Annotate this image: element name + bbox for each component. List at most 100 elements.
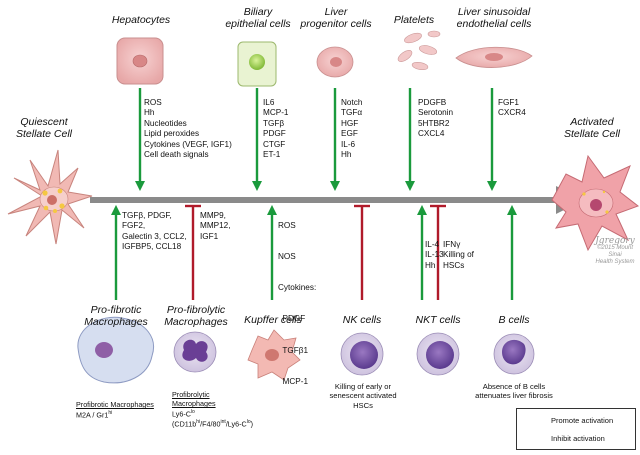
mediator: IGF1 [200, 231, 219, 241]
profibrolytic-mediators: MMP9, MMP12, IGF1 [200, 211, 230, 242]
mediator: Hh [144, 108, 155, 118]
nk-cells-title: NK cells [342, 314, 382, 326]
kupffer-cell-icon [247, 329, 301, 381]
detail-sup: lo [246, 419, 251, 426]
profibrolytic-marker-text: Ly6-C [172, 409, 191, 419]
liver-progenitor-title: Liver progenitor cells [300, 6, 372, 30]
mediator: CTGF [263, 139, 286, 149]
mediator: Serotonin [418, 108, 454, 118]
mediator: MCP-1 [278, 376, 309, 386]
bottom-promote-arrows [110, 204, 518, 300]
mediator: Killing of [443, 250, 474, 260]
profibrolytic-marker-sup: lo [190, 409, 195, 415]
mediator: HGF [341, 118, 359, 128]
mediator: Cytokines: [278, 283, 317, 293]
mediator: IL-13 [425, 250, 444, 260]
profibrolytic-note-detail: (CD11bhi/F4/80int/Ly6-Clo) [172, 419, 254, 429]
profibrotic-note-markers: M2A / Gr1hi [76, 409, 154, 419]
mediator: TGFβ, PDGF, [122, 211, 172, 220]
kupffer-cells-title: Kupffer cells [244, 314, 302, 326]
signature-line1: ©2015 Mount Sinai [596, 245, 634, 258]
mediator: Cytokines (VEGF, IGF1) [144, 139, 232, 149]
mediator: Cell death signals [144, 150, 209, 160]
b-cells-note: Absence of B cells attenuates liver fibr… [475, 382, 553, 401]
quiescent-stellate-cell-icon [7, 149, 93, 245]
profibrotic-macrophages-title: Pro-fibrotic Macrophages [84, 304, 148, 328]
profibrolytic-note-heading-2: Macrophages [172, 399, 216, 408]
nk-cell-icon [340, 332, 384, 376]
nkt-cells-title: NKT cells [415, 314, 461, 326]
endothelial-mediators: FGF1 CXCR4 [498, 98, 526, 119]
profibrolytic-note-markers: Ly6-Clo [172, 408, 253, 418]
mediator: IL6 [263, 98, 275, 107]
mediator: TGFβ [263, 118, 285, 128]
detail-sup: hi [196, 419, 201, 426]
mediator: ROS [278, 220, 296, 230]
mediator: Hh [425, 260, 436, 270]
profibrolytic-note-heading-1: Profibrolytic [172, 390, 210, 399]
detail-sup: int [220, 419, 226, 426]
hepatocytes-title: Hepatocytes [111, 14, 171, 26]
mediator: IL-6 [341, 139, 356, 149]
mediator: Galectin 3, CCL2, [122, 231, 187, 241]
mediator: Notch [341, 98, 363, 107]
mediator: Lipid peroxides [144, 129, 200, 139]
mediator: MMP9, [200, 211, 226, 220]
activated-stellate-cell-icon [551, 154, 640, 252]
mediator: PDGF [278, 314, 306, 324]
detail-text: /F4/80 [200, 419, 221, 429]
mediator: IGFBP5, CCL18 [122, 242, 182, 252]
bottom-inhibit-arrows [185, 204, 446, 300]
mediator: ET-1 [263, 150, 281, 160]
mediator: PDGFB [418, 98, 447, 107]
mediator: MCP-1 [263, 108, 289, 118]
profibrotic-note: Profibrotic Macrophages M2A / Gr1hi [76, 400, 154, 419]
nkt-promote-mediators: IL-4 IL-13 Hh [425, 240, 444, 271]
activation-timeline [90, 186, 584, 214]
signature-line2: Health System [595, 259, 635, 265]
mediator: FGF1 [498, 98, 519, 107]
mediator: NOS [278, 252, 296, 262]
hepatocytes-mediators: ROS Hh Nucleotides Lipid peroxides Cytok… [144, 98, 232, 160]
profibrotic-marker-text: M2A / Gr1 [76, 410, 109, 420]
legend-inhibit-label: Inhibit activation [551, 434, 605, 443]
b-cells-title: B cells [498, 314, 530, 326]
platelets-title: Platelets [393, 14, 435, 26]
top-promote-arrows [134, 88, 498, 192]
endothelial-title: Liver sinusoidal endothelial cells [456, 6, 532, 30]
kupffer-mediators: ROS NOS Cytokines: PDGF TGFβ1 MCP-1 [278, 200, 316, 398]
mediator: PDGF [263, 129, 286, 139]
mediator: IFNγ [443, 240, 461, 249]
platelets-mediators: PDGFB Serotonin 5HTBR2 CXCL4 [418, 98, 453, 140]
mediator: TGFβ1 [278, 345, 309, 355]
mediator: ROS [144, 98, 162, 107]
detail-text: (CD11b [172, 419, 197, 429]
mediator: Hh [341, 150, 352, 160]
quiescent-stellate-label: Quiescent Stellate Cell [15, 116, 73, 140]
profibrolytic-macrophages-title: Pro-fibrolytic Macrophages [164, 304, 228, 328]
artist-signature: Jgregory ©2015 Mount Sinai Health System [590, 236, 640, 266]
endothelial-cell-icon [455, 46, 533, 68]
nkt-inhibit-mediators: IFNγ Killing of HSCs [443, 240, 474, 271]
mediator: 5HTBR2 [418, 118, 450, 128]
platelets-icon [397, 30, 441, 71]
detail-text: /Ly6-C [225, 419, 247, 429]
profibrotic-note-heading: Profibrotic Macrophages [76, 400, 154, 409]
signature-name: Jgregory [595, 236, 635, 246]
profibrotic-macrophage-icon [77, 316, 154, 384]
mediator: Nucleotides [144, 118, 187, 128]
mediator: TGFα [341, 108, 363, 118]
mediator: CXCL4 [418, 129, 445, 139]
mediator: HSCs [443, 260, 465, 270]
biliary-epithelial-title: Biliary epithelial cells [225, 6, 291, 30]
profibrotic-marker-sup: hi [108, 410, 113, 416]
b-cell-icon [493, 333, 535, 375]
liver-progenitor-cell-icon [316, 46, 354, 78]
biliary-epithelial-cell-icon [237, 41, 277, 87]
activated-stellate-label: Activated Stellate Cell [563, 116, 621, 140]
biliary-mediators: IL6 MCP-1 TGFβ PDGF CTGF ET-1 [263, 98, 288, 160]
mediator: IL-4 [425, 240, 440, 249]
legend-promote-label: Promote activation [551, 416, 614, 425]
mediator: MMP12, [200, 221, 231, 231]
